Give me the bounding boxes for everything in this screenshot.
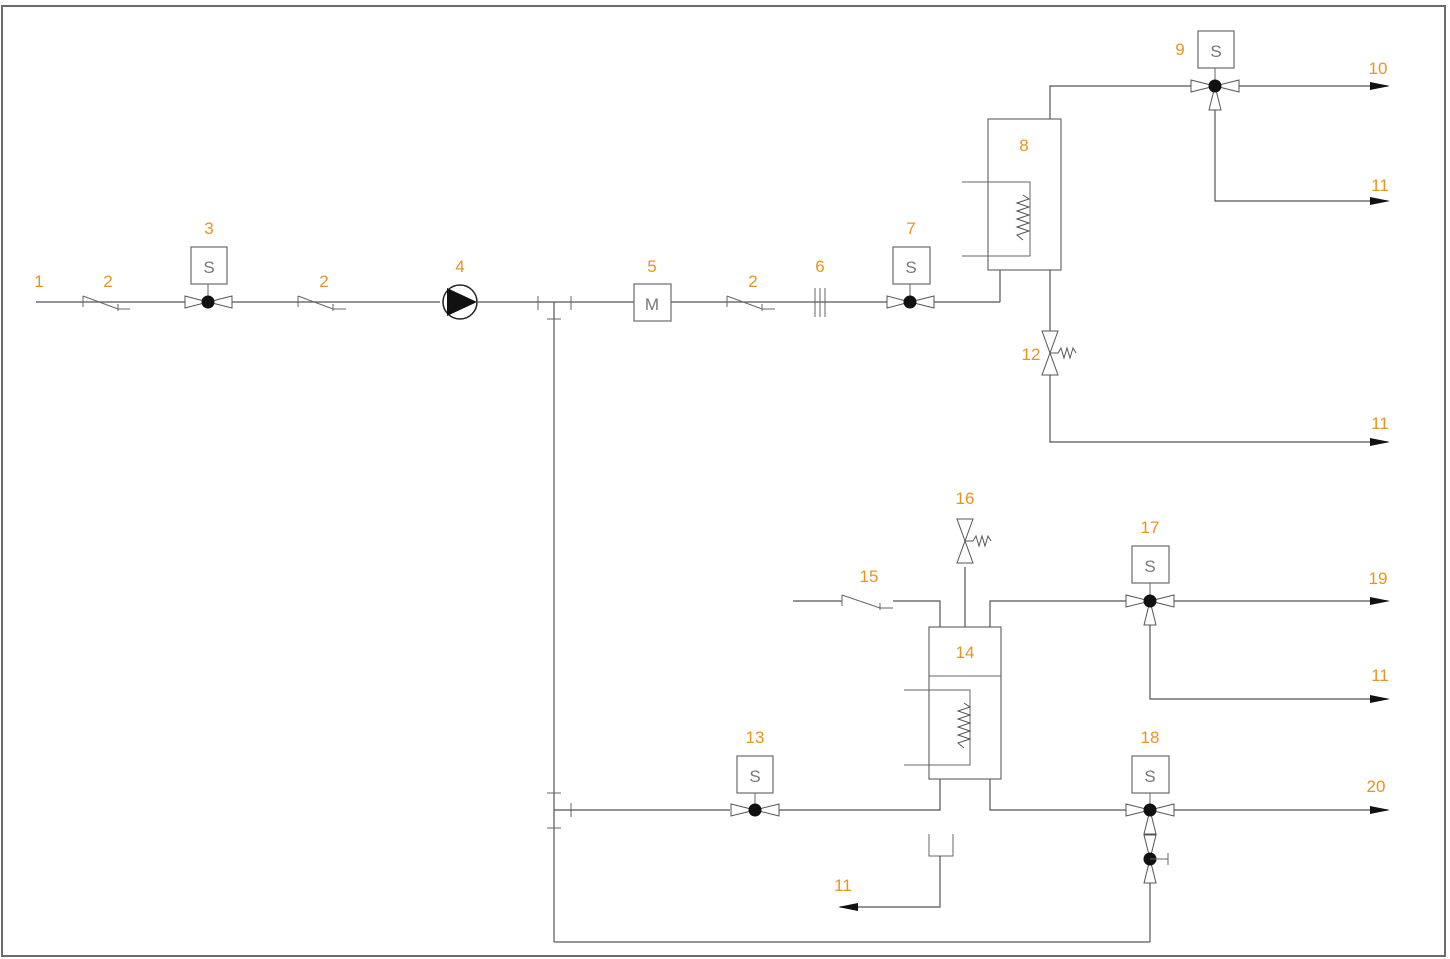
label-17: 17 <box>1141 518 1160 537</box>
label-12: 12 <box>1022 345 1041 364</box>
manual-valve <box>1143 834 1169 884</box>
check-valve-15 <box>841 594 893 610</box>
label-4: 4 <box>455 257 464 276</box>
label-7: 7 <box>906 219 915 238</box>
relief-valve-12 <box>1041 330 1077 376</box>
label-5: 5 <box>647 257 656 276</box>
three-way-valve-18: S <box>1125 755 1175 835</box>
svg-text:S: S <box>203 258 214 277</box>
label-16: 16 <box>956 489 975 508</box>
line-15-to-14 <box>893 600 941 627</box>
relief-valve-16 <box>956 518 992 564</box>
orifice-6 <box>814 288 826 317</box>
line-14-to-18 <box>989 779 1126 811</box>
label-11a: 11 <box>1371 176 1389 195</box>
line-8-to-9 <box>1049 85 1215 119</box>
label-2c: 2 <box>748 272 757 291</box>
label-6: 6 <box>815 257 824 276</box>
solenoid-valve-7: S <box>886 246 935 309</box>
label-10: 10 <box>1369 59 1388 78</box>
label-11c: 11 <box>1371 666 1389 685</box>
svg-text:S: S <box>1144 557 1155 576</box>
label-11b: 11 <box>1371 414 1389 433</box>
svg-text:S: S <box>905 258 916 277</box>
label-3: 3 <box>204 219 213 238</box>
svg-text:S: S <box>1144 767 1155 786</box>
label-8: 8 <box>1019 136 1028 155</box>
label-13: 13 <box>746 728 765 747</box>
svg-text:M: M <box>645 295 659 314</box>
check-valve-2b <box>297 295 346 311</box>
line-14-to-17 <box>989 600 1126 627</box>
label-9: 9 <box>1175 40 1184 59</box>
component-labels: 1 2 3 2 4 5 2 6 7 8 9 10 11 12 11 16 17 … <box>34 40 1389 895</box>
label-2a: 2 <box>103 272 112 291</box>
label-11d: 11 <box>834 876 852 895</box>
label-20: 20 <box>1367 777 1386 796</box>
label-1: 1 <box>34 272 43 291</box>
svg-text:S: S <box>1210 42 1221 61</box>
outlet-11-from-17 <box>1149 625 1390 703</box>
label-18: 18 <box>1141 728 1160 747</box>
three-way-valve-9: S <box>1190 30 1240 111</box>
solenoid-valve-3: S <box>184 246 233 309</box>
three-way-valve-17: S <box>1125 545 1175 626</box>
heat-exchanger-8 <box>962 118 1062 271</box>
pump-4 <box>442 284 478 320</box>
diagram-frame <box>1 5 1446 957</box>
check-valve-2a <box>82 295 130 311</box>
outlet-11-from-12 <box>1049 375 1390 446</box>
line-13-to-14 <box>779 779 941 811</box>
solenoid-valve-13: S <box>730 755 780 817</box>
drain-trap <box>838 834 954 911</box>
main-line <box>36 270 1151 943</box>
label-15: 15 <box>860 567 879 586</box>
label-14: 14 <box>956 643 975 662</box>
label-19: 19 <box>1369 569 1388 588</box>
vessel-14 <box>904 626 1002 780</box>
flow-meter-5: M <box>633 283 672 322</box>
tee-fitting <box>537 296 572 829</box>
check-valve-2c <box>726 295 775 311</box>
outlet-11-from-9 <box>1214 110 1390 205</box>
svg-text:S: S <box>749 767 760 786</box>
label-2b: 2 <box>319 272 328 291</box>
